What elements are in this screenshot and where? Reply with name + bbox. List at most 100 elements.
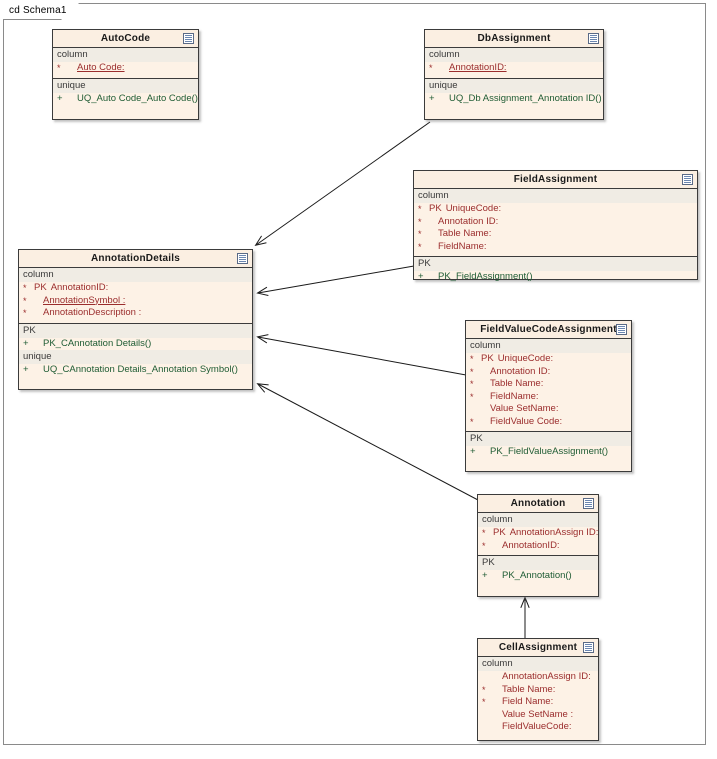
class-dbassignment[interactable]: DbAssignment column * AnnotationID: uniq… bbox=[424, 29, 604, 120]
compartment-column: column * PK AnnotationAssign ID: * Annot… bbox=[478, 513, 598, 556]
operation-row: + UQ_CAnnotation Details_Annotation Symb… bbox=[19, 364, 252, 377]
attribute-row: * AnnotationID: bbox=[425, 62, 603, 75]
compartment-label: unique bbox=[53, 78, 198, 93]
class-autocode[interactable]: AutoCode column * Auto Code: unique + UQ… bbox=[52, 29, 199, 120]
operation-row: + PK_FieldValueAssignment() bbox=[466, 446, 631, 459]
class-header-cellassignment: CellAssignment bbox=[478, 639, 598, 657]
compartment-label: column bbox=[425, 48, 603, 62]
attribute-name: Annotation ID: bbox=[490, 365, 551, 377]
operation-name: PK_FieldAssignment() bbox=[438, 271, 533, 282]
attribute-name: AnnotationAssign ID: bbox=[502, 671, 591, 682]
attribute-marker: * bbox=[418, 241, 422, 252]
class-cellassignment[interactable]: CellAssignment column AnnotationAssign I… bbox=[477, 638, 599, 741]
class-title: DbAssignment bbox=[477, 33, 551, 44]
attribute-row: AnnotationAssign ID: bbox=[478, 671, 598, 684]
attribute-marker: * bbox=[482, 684, 486, 695]
compartment-label: unique bbox=[19, 350, 252, 364]
attribute-marker bbox=[482, 709, 493, 722]
table-icon bbox=[588, 33, 599, 44]
attribute-row: * AnnotationID: bbox=[478, 540, 598, 553]
attribute-row: * FieldName: bbox=[466, 391, 631, 404]
compartment-keys: PK + PK_CAnnotation Details() unique + U… bbox=[19, 323, 252, 380]
operation-row: + UQ_Db Assignment_Annotation ID() bbox=[425, 93, 603, 106]
attribute-row: * Auto Code: bbox=[53, 62, 198, 75]
operation-visibility: + bbox=[23, 337, 29, 349]
class-title: Annotation bbox=[510, 498, 566, 509]
class-title: AutoCode bbox=[100, 33, 151, 44]
operation-row: + PK_FieldAssignment() bbox=[414, 271, 697, 284]
attribute-marker: * bbox=[470, 416, 474, 427]
class-title: AnnotationDetails bbox=[91, 253, 180, 264]
compartment-label: PK bbox=[466, 432, 631, 446]
attribute-marker bbox=[470, 403, 481, 416]
attribute-pk-flag: PK bbox=[481, 353, 494, 364]
attribute-pk-flag: PK bbox=[429, 203, 442, 214]
operation-visibility: + bbox=[23, 364, 29, 375]
table-icon bbox=[583, 642, 594, 653]
operation-row: + PK_Annotation() bbox=[478, 570, 598, 583]
attribute-name: AnnotationID: bbox=[449, 62, 507, 73]
operation-name: PK_CAnnotation Details() bbox=[43, 337, 152, 349]
attribute-name: AnnotationDescription : bbox=[43, 307, 142, 318]
compartment-label: PK bbox=[414, 257, 697, 271]
attribute-name: Value SetName: bbox=[490, 403, 559, 414]
attribute-marker bbox=[482, 721, 493, 734]
class-annotation[interactable]: Annotation column * PK AnnotationAssign … bbox=[477, 494, 599, 597]
compartment-label: column bbox=[478, 513, 598, 527]
class-annotationdetails[interactable]: AnnotationDetails column * PK Annotation… bbox=[18, 249, 253, 390]
class-header-fieldvaluecodeassignment: FieldValueCodeAssignment bbox=[466, 321, 631, 339]
operation-visibility: + bbox=[429, 92, 435, 104]
diagram-frame-label: cd Schema1 bbox=[9, 5, 67, 16]
class-title: CellAssignment bbox=[498, 642, 578, 653]
operation-name: PK_FieldValueAssignment() bbox=[490, 446, 609, 457]
attribute-row: * Table Name: bbox=[478, 684, 598, 697]
operation-visibility: + bbox=[470, 446, 476, 457]
attribute-marker: * bbox=[57, 63, 61, 73]
class-header-annotationdetails: AnnotationDetails bbox=[19, 250, 252, 268]
attribute-row: FieldValueCode: bbox=[478, 721, 598, 734]
attribute-name: AnnotationID: bbox=[502, 539, 560, 551]
attribute-name: AnnotationSymbol : bbox=[43, 294, 126, 306]
attribute-row: * PK UniqueCode: bbox=[414, 203, 697, 216]
operation-visibility: + bbox=[418, 271, 424, 282]
attribute-pk-flag: PK bbox=[34, 282, 47, 293]
table-icon bbox=[183, 33, 194, 44]
diagram-frame-tab: cd Schema1 bbox=[3, 3, 79, 20]
compartment-pk: PK + PK_FieldAssignment() bbox=[414, 257, 697, 287]
compartment-column: column * PK UniqueCode: * Annotation ID:… bbox=[466, 339, 631, 432]
class-title: FieldAssignment bbox=[513, 174, 598, 185]
class-header-dbassignment: DbAssignment bbox=[425, 30, 603, 48]
attribute-marker: * bbox=[418, 216, 422, 227]
operation-name: UQ_CAnnotation Details_Annotation Symbol… bbox=[43, 364, 238, 375]
class-header-fieldassignment: FieldAssignment bbox=[414, 171, 697, 189]
attribute-row: * FieldName: bbox=[414, 241, 697, 254]
attribute-marker: * bbox=[470, 379, 474, 389]
attribute-row: * PK AnnotationAssign ID: bbox=[478, 527, 598, 540]
attribute-pk-flag: PK bbox=[493, 527, 506, 538]
compartment-column: column * PK AnnotationID: * AnnotationSy… bbox=[19, 268, 252, 324]
class-fieldassignment[interactable]: FieldAssignment column * PK UniqueCode: … bbox=[413, 170, 698, 282]
compartment-label: unique bbox=[425, 78, 603, 93]
attribute-marker: * bbox=[418, 229, 422, 239]
operation-visibility: + bbox=[57, 92, 63, 104]
attribute-name: Table Name: bbox=[490, 378, 544, 389]
class-fieldvaluecodeassignment[interactable]: FieldValueCodeAssignment column * PK Uni… bbox=[465, 320, 632, 472]
table-icon bbox=[616, 324, 627, 335]
attribute-marker: * bbox=[429, 63, 433, 73]
attribute-name: FieldValueCode: bbox=[502, 721, 572, 732]
attribute-marker: * bbox=[470, 366, 474, 377]
attribute-name: AnnotationAssign ID: bbox=[509, 527, 599, 538]
class-header-annotation: Annotation bbox=[478, 495, 598, 513]
attribute-name: UniqueCode: bbox=[445, 203, 502, 214]
attribute-row: * Field Name: bbox=[478, 696, 598, 709]
attribute-name: Table Name: bbox=[438, 228, 492, 239]
attribute-row: * Annotation ID: bbox=[466, 366, 631, 379]
attribute-row: * AnnotationDescription : bbox=[19, 307, 252, 320]
attribute-marker: * bbox=[23, 308, 27, 318]
class-header-autocode: AutoCode bbox=[53, 30, 198, 48]
operation-row: + UQ_Auto Code_Auto Code() bbox=[53, 93, 198, 106]
attribute-name: Value SetName : bbox=[502, 708, 574, 720]
compartment-label: column bbox=[478, 657, 598, 671]
compartment-unique: unique + UQ_Db Assignment_Annotation ID(… bbox=[425, 78, 603, 109]
